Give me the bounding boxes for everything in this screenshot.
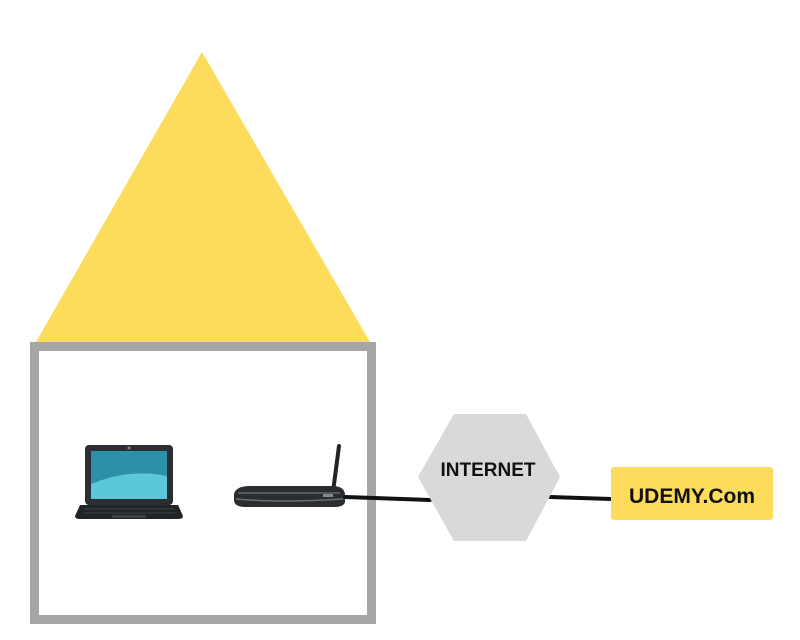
- site-box: [611, 467, 773, 520]
- laptop-icon: [75, 445, 183, 519]
- cable-internet-site: [548, 495, 613, 501]
- router-icon: [234, 444, 345, 507]
- site-label: UDEMY.Com: [629, 485, 755, 508]
- house-roof: [36, 52, 370, 342]
- cable-router-internet: [343, 495, 432, 502]
- internet-cloud: [418, 414, 560, 541]
- internet-label: INTERNET: [441, 460, 536, 481]
